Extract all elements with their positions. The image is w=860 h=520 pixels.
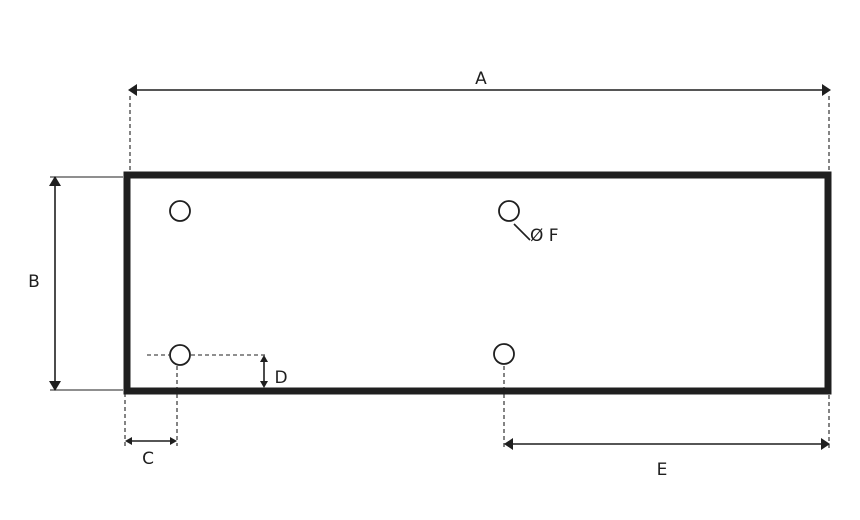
dimension-e: E [503,366,830,480]
dimension-b: B [28,176,123,391]
dimension-b-arrow-bottom [49,381,61,391]
plate-outline [123,171,832,395]
dimension-b-label: B [28,272,40,292]
dimension-c: C [124,366,178,469]
dimension-d: D [147,354,288,388]
hole-top-middle [498,200,520,222]
dimension-e-arrow-left [504,438,513,450]
dimension-f: Ø F [513,223,559,246]
hole-top-left [169,200,191,222]
dimension-a-arrow-left [128,84,137,96]
hole-bottom-left [169,344,191,366]
dimension-d-label: D [274,368,287,388]
dimension-f-leader [513,223,531,241]
dimension-a: A [128,69,831,171]
dimension-a-arrow-right [822,84,831,96]
dimension-a-label: A [475,69,487,89]
dimension-d-arrow-top [260,355,268,362]
dimension-c-arrow-right [170,437,177,445]
dimension-e-label: E [657,460,668,480]
dimension-b-arrow-top [49,176,61,186]
dimension-c-arrow-left [125,437,132,445]
dimension-d-arrow-bottom [260,381,268,388]
hole-bottom-middle [493,343,515,365]
dimension-c-label: C [142,449,154,469]
dimension-e-arrow-right [821,438,830,450]
dimension-f-label: Ø F [530,226,559,246]
